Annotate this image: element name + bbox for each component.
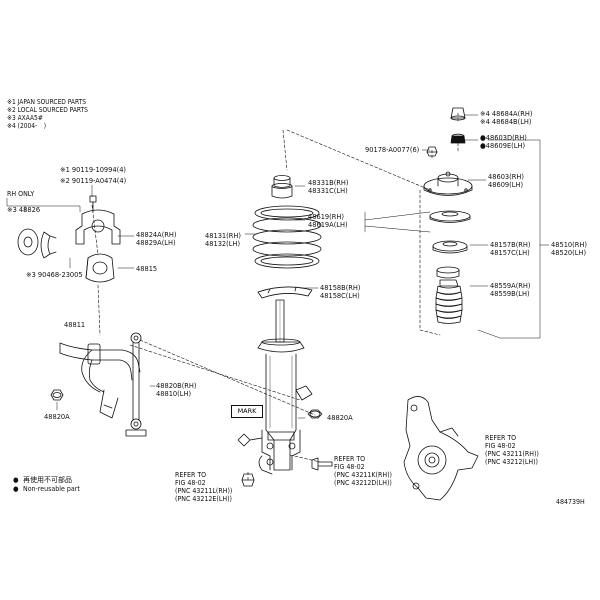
label-48820a-mid[interactable]: 48820A [327, 413, 353, 422]
lower-insulator [257, 286, 313, 299]
link-nut-left [50, 389, 64, 401]
assembly-guide-lines [91, 112, 459, 481]
label-48510[interactable]: 48510(RH) [551, 240, 587, 249]
link-nut-mid [307, 409, 323, 419]
label-48684a[interactable]: ※4 48684A(RH) [480, 109, 533, 118]
label-48331c[interactable]: 48331C(LH) [308, 186, 348, 195]
strut-support [423, 171, 473, 196]
upper-spring-seat [429, 210, 471, 223]
label-48609e[interactable]: ●48609E(LH) [480, 141, 526, 150]
label-48609[interactable]: 48609(LH) [488, 180, 524, 189]
upper-caps [426, 107, 466, 157]
ref-mid-4[interactable]: (PNC 43212D(LH)) [334, 479, 392, 487]
stabilizer-link [125, 332, 147, 437]
label-90119-1[interactable]: ※1 90119-10994(4) [60, 165, 127, 174]
dust-boot [435, 266, 463, 324]
label-48158c[interactable]: 48158C(LH) [320, 291, 360, 300]
figure-id: 484739H [556, 498, 585, 506]
ref-right-4[interactable]: (PNC 43212(LH)) [485, 458, 539, 466]
label-48820a-left[interactable]: 48820A [44, 412, 70, 421]
label-48157c[interactable]: 48157C(LH) [490, 248, 530, 257]
bump-stopper [271, 175, 293, 199]
ref-mid-2[interactable]: FIG 48-02 [334, 463, 365, 471]
legend-1-symbol: ● [13, 476, 19, 484]
label-48815[interactable]: 48815 [136, 264, 158, 273]
note-1: ※1 JAPAN SOURCED PARTS [7, 98, 87, 106]
label-90119-2[interactable]: ※2 90119-A0474(4) [60, 176, 127, 185]
label-48132[interactable]: 48132(LH) [205, 239, 241, 248]
label-48603d[interactable]: ●48603D(RH) [480, 133, 527, 142]
label-48824a[interactable]: 48824A(RH) [136, 230, 177, 239]
washer-clip [17, 228, 57, 259]
leader-lines [6, 114, 550, 419]
label-48684b[interactable]: ※4 48684B(LH) [480, 117, 532, 126]
label-48603[interactable]: 48603(RH) [488, 172, 524, 181]
legend-1-text: 再使用不可部品 [23, 476, 72, 484]
ref-left-3[interactable]: (PNC 43211L(RH)) [175, 487, 233, 495]
note-3: ※3 AXAA5# [7, 114, 43, 122]
ref-mid-1[interactable]: REFER TO [334, 455, 366, 463]
label-48158b[interactable]: 48158B(RH) [320, 283, 361, 292]
ref-right-2[interactable]: FIG 48-02 [485, 442, 516, 450]
legend-2-text: Non-reusable part [23, 485, 80, 493]
steering-knuckle [403, 396, 479, 501]
label-90468[interactable]: ※3 90468-23005 [26, 270, 83, 279]
rh-only-label: RH ONLY [7, 190, 35, 198]
ref-left-2[interactable]: FIG 48-02 [175, 479, 206, 487]
label-48820b[interactable]: 48820B(RH) [156, 381, 197, 390]
ref-mid-3[interactable]: (PNC 43211K(RH)) [334, 471, 393, 479]
stabilizer-bar [59, 342, 141, 419]
label-48829a[interactable]: 48829A(LH) [136, 238, 176, 247]
label-48520[interactable]: 48520(LH) [551, 248, 587, 257]
spring-insulator [432, 240, 468, 254]
coil-spring [252, 205, 322, 269]
label-48157b[interactable]: 48157B(RH) [490, 240, 531, 249]
knuckle-bolts [241, 457, 333, 487]
note-2: ※2 LOCAL SOURCED PARTS [7, 106, 88, 114]
label-48559b[interactable]: 48559B(LH) [490, 289, 530, 298]
label-48619a[interactable]: 48619A(LH) [308, 220, 348, 229]
legend-2-symbol: ● [13, 485, 19, 493]
label-48810[interactable]: 48810(LH) [156, 389, 192, 398]
label-48559a[interactable]: 48559A(RH) [490, 281, 531, 290]
label-90178[interactable]: 90178-A0077(6) [365, 145, 420, 154]
note-4: ※4 (2004- ) [7, 122, 47, 130]
mark-label: MARK [231, 405, 263, 418]
label-48826[interactable]: ※3 48826 [7, 205, 41, 214]
ref-left-1[interactable]: REFER TO [175, 471, 207, 479]
stabilizer-bracket [75, 195, 121, 245]
shock-absorber [237, 299, 313, 475]
label-48811[interactable]: 48811 [64, 320, 86, 329]
stabilizer-bushing [85, 253, 115, 283]
ref-left-4[interactable]: (PNC 43212E(LH)) [175, 495, 232, 503]
ref-right-3[interactable]: (PNC 43211(RH)) [485, 450, 539, 458]
label-48131[interactable]: 48131(RH) [205, 231, 241, 240]
ref-right-1[interactable]: REFER TO [485, 434, 517, 442]
label-48331b[interactable]: 48331B(RH) [308, 178, 349, 187]
label-48619[interactable]: 48619(RH) [308, 212, 344, 221]
